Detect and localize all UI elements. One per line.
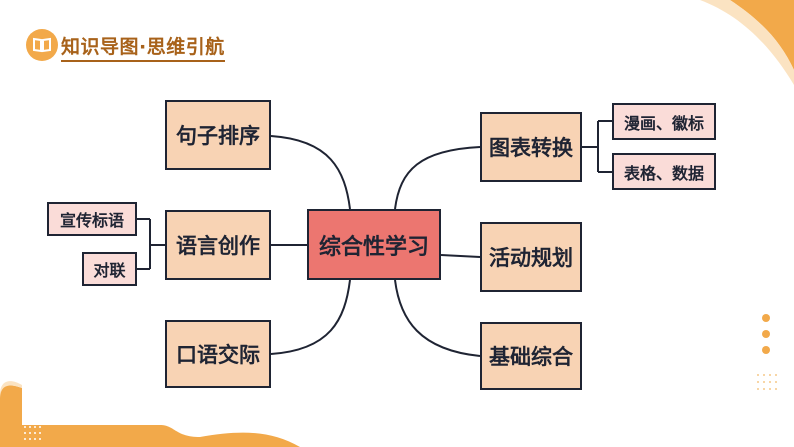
node-activity-planning: 活动规划 bbox=[480, 222, 582, 292]
bottom-left-decoration bbox=[0, 385, 300, 447]
dot-decoration bbox=[762, 314, 770, 322]
leaf-tables-data: 表格、数据 bbox=[612, 153, 716, 190]
node-language-creation: 语言创作 bbox=[165, 210, 271, 280]
dot-decoration bbox=[762, 330, 770, 338]
book-icon bbox=[26, 29, 58, 61]
center-node: 综合性学习 bbox=[307, 209, 441, 280]
dot-grid-decoration bbox=[24, 426, 41, 440]
top-right-decoration bbox=[730, 0, 794, 70]
connectors bbox=[137, 120, 612, 357]
node-oral-communication: 口语交际 bbox=[165, 320, 271, 388]
node-sentence-order: 句子排序 bbox=[165, 100, 271, 170]
section-title: 知识导图·思维引航 bbox=[61, 32, 225, 62]
dot-decoration bbox=[762, 346, 770, 354]
node-basic-synthesis: 基础综合 bbox=[480, 322, 582, 390]
leaf-slogan: 宣传标语 bbox=[47, 202, 137, 236]
leaf-couplet: 对联 bbox=[82, 252, 137, 286]
leaf-comics-logos: 漫画、徽标 bbox=[612, 103, 716, 140]
node-chart-conversion: 图表转换 bbox=[480, 112, 582, 182]
